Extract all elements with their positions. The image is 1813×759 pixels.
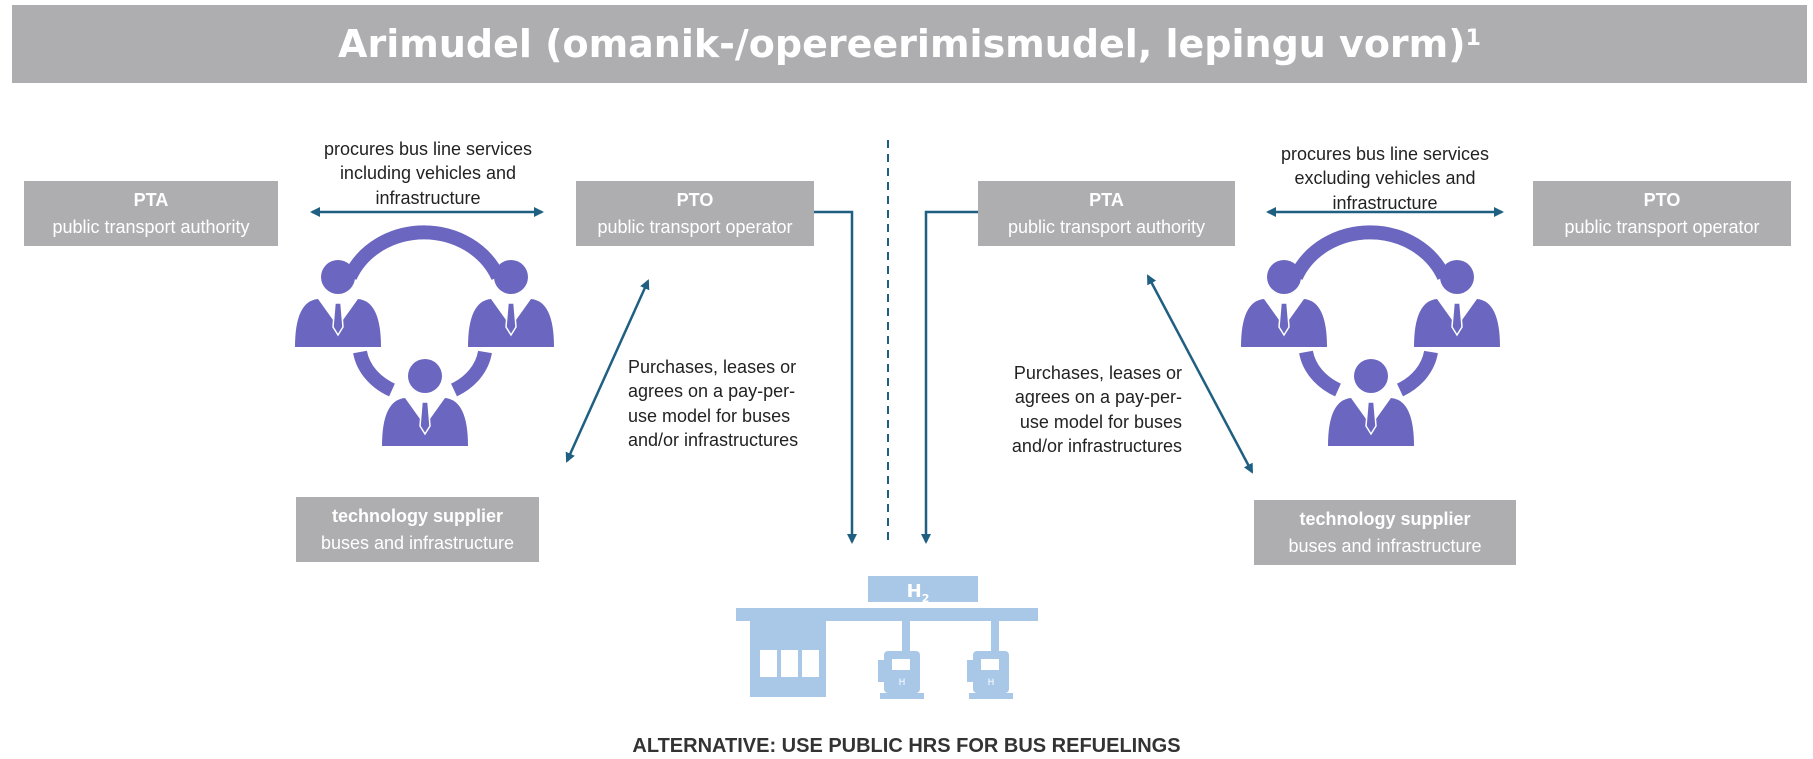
right-purchase-line-1: Purchases, leases or [1013, 363, 1182, 383]
right-pto-title: PTO [1643, 190, 1681, 211]
right-purchase-line-3: use model for buses [1019, 411, 1182, 432]
left-pta-box: PTA public transport authority [24, 181, 278, 246]
left-purchase-line-2: agrees on a pay-per- [628, 381, 796, 402]
left-procure-line-3: infrastructure [375, 187, 481, 208]
svg-text:H: H [988, 678, 995, 688]
right-purchase-line-2: agrees on a pay-per- [1014, 387, 1182, 408]
left-supplier-box: technology supplier buses and infrastruc… [296, 497, 539, 562]
page-title: Arimudel (omanik-/opereerimismudel, lepi… [12, 5, 1807, 83]
right-procure-line-3: infrastructure [1332, 192, 1438, 213]
right-pta-title: PTA [1089, 190, 1124, 211]
right-purchase-label: Purchases, leases or agrees on a pay-per… [966, 361, 1182, 458]
right-pta-subtitle: public transport authority [1007, 216, 1206, 237]
title-text: Arimudel (omanik-/opereerimismudel, lepi… [338, 22, 1466, 66]
left-procure-line-2: including vehicles and [339, 163, 517, 184]
right-purchase-line-4: and/or infrastructures [1011, 435, 1182, 456]
left-supplier-title: technology supplier [331, 506, 504, 527]
left-pta-subtitle: public transport authority [52, 216, 250, 237]
left-pto-subtitle: public transport operator [597, 216, 793, 237]
station-sign-text: H2 [907, 581, 930, 605]
left-procure-line-1: procures bus line services [323, 139, 533, 159]
right-procure-line-1: procures bus line services [1280, 144, 1490, 164]
hydrogen-station-icon: H2 H H [736, 576, 1038, 699]
left-purchase-line-3: use model for buses [628, 405, 791, 426]
left-pto-to-station-arrow [814, 210, 857, 544]
left-pto-box: PTO public transport operator [576, 181, 814, 246]
right-supplier-subtitle: buses and infrastructure [1288, 535, 1482, 556]
right-pto-box: PTO public transport operator [1533, 181, 1791, 246]
right-people-icon [1240, 225, 1501, 447]
left-purchase-line-1: Purchases, leases or [628, 357, 797, 377]
left-purchase-label: Purchases, leases or agrees on a pay-per… [628, 355, 844, 452]
title-footnote: 1 [1465, 25, 1481, 51]
right-procure-line-2: excluding vehicles and [1294, 168, 1476, 189]
left-pto-title: PTO [676, 190, 714, 211]
footer-caption: ALTERNATIVE: USE PUBLIC HRS FOR BUS REFU… [632, 735, 1181, 757]
right-pta-to-station-arrow [921, 210, 978, 544]
left-pta-title: PTA [133, 190, 169, 211]
left-purchase-arrow [565, 279, 650, 463]
right-pta-box: PTA public transport authority [978, 181, 1235, 246]
left-purchase-line-4: and/or infrastructures [628, 429, 799, 450]
right-supplier-title: technology supplier [1299, 509, 1471, 530]
right-procure-label: procures bus line services excluding veh… [1250, 142, 1520, 215]
left-procure-label: procures bus line services including veh… [298, 137, 558, 210]
right-purchase-arrow [1146, 274, 1254, 474]
left-supplier-subtitle: buses and infrastructure [320, 532, 515, 553]
right-supplier-box: technology supplier buses and infrastruc… [1254, 500, 1516, 565]
right-pto-subtitle: public transport operator [1564, 216, 1760, 237]
left-people-icon [294, 225, 555, 447]
svg-text:H: H [899, 678, 906, 688]
